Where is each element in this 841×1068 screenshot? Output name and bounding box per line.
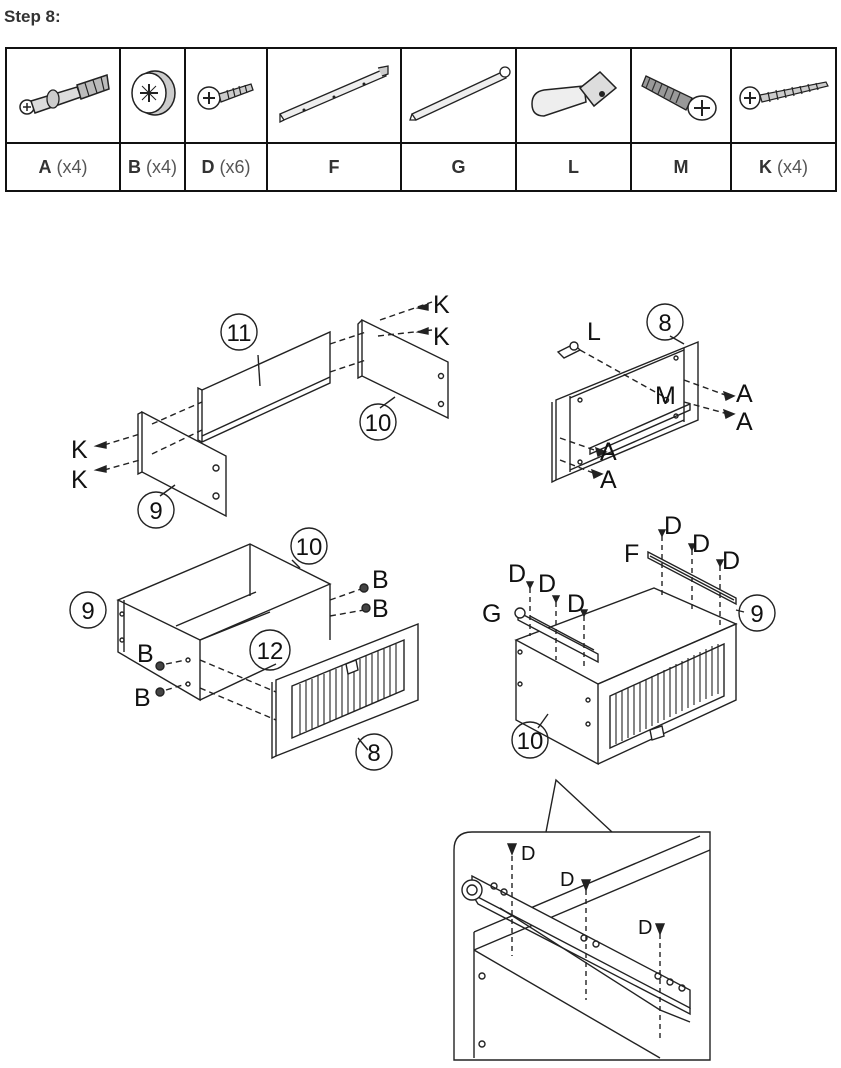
part-d-cell xyxy=(184,47,268,144)
label-k-left-1: K xyxy=(71,436,88,464)
label-9-right: 9 xyxy=(750,601,763,628)
label-g: G xyxy=(482,600,501,628)
label-d-6: D xyxy=(567,590,585,618)
label-b-3: B xyxy=(137,640,154,668)
leader-10-right xyxy=(537,713,549,729)
part-a-cell xyxy=(5,47,121,144)
label-b-4: B xyxy=(134,684,151,712)
callout-12-circle xyxy=(249,629,291,671)
label-11: 11 xyxy=(227,320,252,347)
label-d-2: D xyxy=(692,530,710,558)
part-f-cell xyxy=(266,47,402,144)
part-l-cell xyxy=(515,47,632,144)
callout-labels: K K K K 11 10 9 L 8 M A A A A 10 9 12 8 … xyxy=(71,291,764,939)
callout-9-circle-mid xyxy=(69,591,107,629)
label-8-mid: 8 xyxy=(367,740,380,767)
part-m-cell xyxy=(630,47,732,144)
drawer-front-panel-8 xyxy=(271,622,419,760)
drawer-box-assembly xyxy=(116,543,332,702)
leader-9 xyxy=(159,484,176,497)
assembly-guide-lines-mid-left xyxy=(165,587,365,721)
label-9-top: 9 xyxy=(149,498,162,525)
part-label-k: K (x4) xyxy=(730,142,837,192)
label-f: F xyxy=(624,540,639,568)
label-d-1: D xyxy=(664,512,682,540)
label-10-top: 10 xyxy=(365,410,392,437)
callout-8-circle-top xyxy=(646,303,684,341)
label-b-1: B xyxy=(372,566,389,594)
callout-9-circle-right xyxy=(738,594,776,632)
cam-lock-icon xyxy=(130,70,176,116)
label-d-3: D xyxy=(722,547,740,575)
label-12: 12 xyxy=(257,638,284,665)
callout-10-circle-right xyxy=(511,721,549,759)
label-d-detail-1: D xyxy=(521,843,535,865)
label-a-4: A xyxy=(600,466,617,494)
part-label-l: L xyxy=(515,142,632,192)
label-k-top-1: K xyxy=(433,291,450,319)
leader-10-mid xyxy=(291,559,301,569)
label-9-mid: 9 xyxy=(81,598,94,625)
part-label-g: G xyxy=(400,142,517,192)
part-label-a: A (x4) xyxy=(5,142,121,192)
label-d-detail-3: D xyxy=(638,917,652,939)
label-k-left-2: K xyxy=(71,466,88,494)
part-label-d: D (x6) xyxy=(184,142,268,192)
part-label-f: F xyxy=(266,142,402,192)
side-panel-9 xyxy=(137,410,227,518)
label-a-2: A xyxy=(736,408,753,436)
detail-screw-markers xyxy=(506,843,666,936)
wood-screw-icon xyxy=(738,81,829,110)
back-panel-11 xyxy=(197,330,331,444)
detail-zoom-frame xyxy=(453,778,711,1061)
step-title: Step 8: xyxy=(4,7,61,26)
leader-9-right xyxy=(735,609,745,613)
label-k-top-2: K xyxy=(433,323,450,351)
machine-bolt-icon xyxy=(641,75,717,121)
callout-11-circle xyxy=(220,313,258,351)
cam-lock-b-markers xyxy=(155,583,371,697)
label-m: M xyxy=(655,382,676,410)
leader-11 xyxy=(257,354,261,387)
label-d-4: D xyxy=(508,560,526,588)
drawer-slide-runner-icon xyxy=(408,66,511,121)
part-label-m: M xyxy=(630,142,732,192)
label-a-3: A xyxy=(600,438,617,466)
leader-10 xyxy=(379,396,396,409)
callout-9-circle xyxy=(137,491,175,529)
label-d-detail-2: D xyxy=(560,869,574,891)
label-a-1: A xyxy=(736,380,753,408)
screw-k-markers xyxy=(93,302,429,473)
drawer-with-slides xyxy=(514,587,738,766)
part-g-cell xyxy=(400,47,517,144)
cam-bolt-a-markers xyxy=(590,390,736,480)
callout-8-circle-mid xyxy=(355,733,393,771)
short-screw-icon xyxy=(197,83,254,110)
callout-10-circle-mid xyxy=(290,527,328,565)
screw-d-guide-lines xyxy=(529,536,721,668)
assembly-guide-lines-top-right xyxy=(559,349,729,475)
callout-10-circle xyxy=(359,403,397,441)
part-b-cell xyxy=(119,47,186,144)
part-k-cell xyxy=(730,47,837,144)
screw-d-markers xyxy=(525,529,725,618)
label-8-top: 8 xyxy=(658,310,671,337)
knob-handle-icon xyxy=(530,70,617,117)
side-panel-10 xyxy=(357,318,449,420)
front-panel-8 xyxy=(551,340,699,484)
detail-screw-guide-lines xyxy=(511,856,661,1040)
part-label-b: B (x4) xyxy=(119,142,186,192)
drawer-slide-rail-icon xyxy=(279,65,389,124)
knob-l-small xyxy=(556,341,582,359)
leader-8-top xyxy=(669,335,685,345)
cam-bolt-icon xyxy=(19,74,110,115)
label-d-5: D xyxy=(538,570,556,598)
parts-table: A (x4) B (x4) D (x6) F G L M K (x4) xyxy=(5,47,837,192)
label-10-right: 10 xyxy=(517,728,544,755)
label-b-2: B xyxy=(372,595,389,623)
label-l: L xyxy=(587,318,601,346)
label-10-mid: 10 xyxy=(296,534,323,561)
